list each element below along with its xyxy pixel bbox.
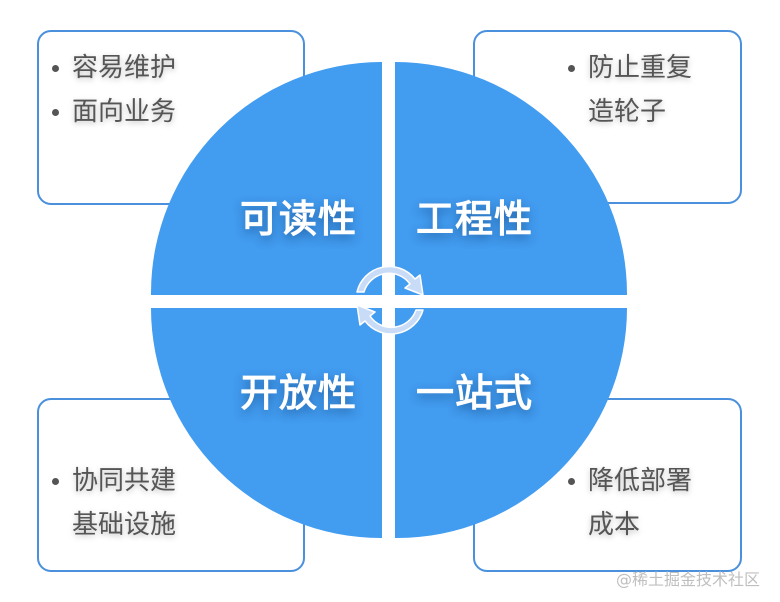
bullet-text: 容易维护 — [72, 53, 177, 83]
quadrant-circle — [151, 62, 627, 538]
watermark: @稀土掘金技术社区 — [616, 570, 761, 589]
bullet-text: 造轮子 — [588, 97, 667, 127]
bullet-dot-icon — [568, 478, 575, 485]
label-openness: 开放性 — [240, 371, 358, 415]
bullets-top-left: 容易维护 面向业务 — [52, 46, 176, 134]
bullet-continuation: 造轮子 — [568, 90, 692, 134]
label-engineering: 工程性 — [416, 197, 534, 241]
bullet-text: 降低部署 — [588, 466, 693, 496]
bullet-dot-icon — [568, 65, 575, 72]
bullet-text: 防止重复 — [588, 53, 693, 83]
bullet-item: 防止重复 — [568, 46, 692, 90]
bullet-item: 降低部署 — [568, 459, 692, 503]
bullet-item: 容易维护 — [52, 46, 176, 90]
bullet-item: 协同共建 — [52, 459, 176, 503]
cycle-arrows-icon — [356, 265, 424, 335]
bullet-dot-icon — [52, 478, 59, 485]
bullet-dot-icon — [52, 65, 59, 72]
bullet-text: 协同共建 — [72, 466, 177, 496]
bullet-dot-icon — [52, 109, 59, 116]
bullets-bottom-left: 协同共建 基础设施 — [52, 459, 176, 547]
label-readability: 可读性 — [240, 197, 358, 241]
bullets-bottom-right: 降低部署 成本 — [568, 459, 692, 547]
bullet-continuation: 成本 — [568, 503, 692, 547]
bullets-top-right: 防止重复 造轮子 — [568, 46, 692, 134]
bullet-continuation: 基础设施 — [52, 503, 176, 547]
bullet-text: 面向业务 — [72, 97, 177, 127]
bullet-text: 成本 — [588, 510, 641, 540]
bullet-text: 基础设施 — [72, 510, 177, 540]
label-one-stop: 一站式 — [416, 371, 534, 415]
bullet-item: 面向业务 — [52, 90, 176, 134]
